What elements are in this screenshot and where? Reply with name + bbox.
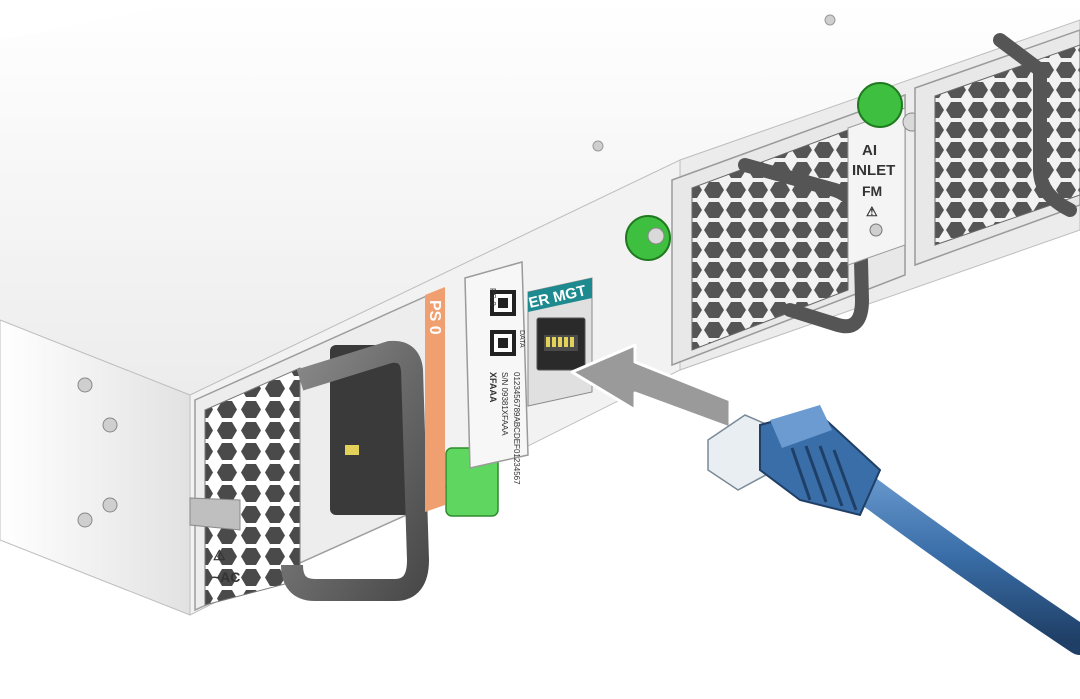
ps-stripe	[425, 287, 445, 512]
air-inlet-line-1: AI	[862, 142, 877, 159]
fan-module-2	[914, 29, 1080, 267]
power-supply-handle[interactable]	[281, 340, 429, 601]
chassis-top	[0, 0, 1080, 395]
warning-icon: ⚠	[866, 204, 878, 219]
ac-inlet	[330, 345, 410, 515]
warning-icon: ⚠	[213, 547, 226, 563]
fan-handle[interactable]	[993, 33, 1077, 217]
arrow-right-icon	[570, 343, 732, 430]
pull-tab-id: PS-0	[488, 288, 497, 306]
ser-mgt-port[interactable]: ER MGT	[527, 277, 593, 407]
chassis-side	[0, 319, 191, 616]
thumbscrew-left[interactable]	[625, 215, 671, 261]
ser-mgt-label-bg	[528, 278, 592, 312]
info-pull-tab[interactable]: PS-0 XFAAA S/N 09381XFAAA 0123456789ABCD…	[464, 261, 529, 485]
fan-module-1: AI INLET FM ⚠	[671, 93, 906, 367]
fan-module-label: FM	[862, 183, 882, 199]
chassis-screw	[592, 140, 604, 152]
power-supply-module: ⚠ ~AC PS 0	[189, 287, 499, 612]
rj45-plug[interactable]	[707, 405, 882, 517]
ac-mark: ~AC	[212, 569, 240, 585]
air-inlet-line-2: INLET	[852, 162, 895, 179]
serial-line-3: 0123456789ABCDEF01234567	[512, 372, 521, 485]
serial-line-1: XFAAA	[488, 372, 498, 403]
chassis-screw	[824, 14, 836, 26]
service-tag: DATA	[518, 330, 525, 348]
serial-line-2: S/N 09381XFAAA	[500, 372, 509, 436]
rj45-cable	[707, 405, 1080, 655]
fan-handle[interactable]	[738, 158, 869, 334]
ps-slot-label: PS 0	[426, 300, 443, 335]
